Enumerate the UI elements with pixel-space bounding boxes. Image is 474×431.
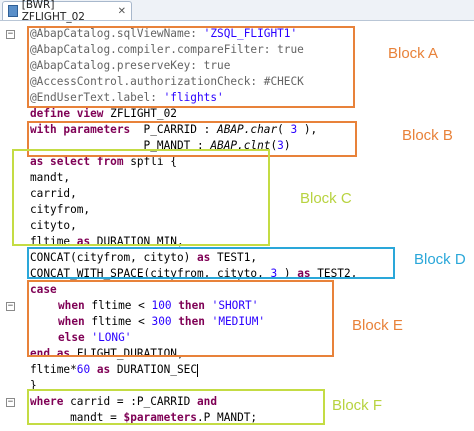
editor-tab-bar: [BWR] ZFLIGHT_02 ✕ bbox=[0, 0, 474, 23]
block-b-label: Block B bbox=[402, 127, 453, 144]
block-f-frame bbox=[27, 389, 325, 425]
block-d-label: Block D bbox=[414, 251, 466, 268]
block-c-frame bbox=[12, 149, 270, 246]
block-b-frame bbox=[27, 121, 357, 157]
code-line: when fltime < 300 then 'MEDIUM' bbox=[58, 315, 266, 328]
editor-tab[interactable]: [BWR] ZFLIGHT_02 ✕ bbox=[2, 0, 132, 23]
editor-gutter: − − − bbox=[0, 21, 22, 431]
code-line: @AbapCatalog.sqlViewName: 'ZSQL_FLIGHT1' bbox=[30, 27, 298, 40]
block-f-label: Block F bbox=[332, 397, 383, 414]
code-line: CONCAT_WITH_SPACE(cityfrom, cityto, 3 ) … bbox=[30, 267, 358, 280]
block-e-label: Block E bbox=[352, 317, 403, 334]
code-line: else 'LONG' bbox=[58, 331, 132, 344]
close-icon[interactable]: ✕ bbox=[117, 5, 126, 17]
code-line: where carrid = :P_CARRID and bbox=[30, 395, 218, 408]
block-e-frame bbox=[27, 280, 334, 357]
code-line: case bbox=[30, 283, 57, 296]
code-line: mandt = $parameters.P_MANDT; bbox=[30, 411, 258, 424]
code-line: mandt, bbox=[30, 171, 71, 184]
code-line: CONCAT(cityfrom, cityto) as TEST1, bbox=[30, 251, 258, 264]
code-line: fltime*60 as DURATION_SEC bbox=[30, 363, 198, 377]
code-line: as select from spfli { bbox=[30, 155, 177, 168]
ddl-source-icon bbox=[8, 5, 18, 17]
code-line: cityfrom, bbox=[30, 203, 91, 216]
code-line: with parameters P_CARRID : ABAP.char( 3 … bbox=[30, 123, 318, 136]
code-line: define view ZFLIGHT_02 bbox=[30, 107, 177, 120]
block-a-frame bbox=[27, 26, 355, 108]
block-d-frame bbox=[27, 247, 395, 279]
code-line: carrid, bbox=[30, 187, 77, 200]
code-line: when fltime < 100 then 'SHORT' bbox=[58, 299, 259, 312]
fold-toggle-icon[interactable]: − bbox=[6, 301, 15, 311]
tab-title: [BWR] ZFLIGHT_02 bbox=[21, 0, 85, 23]
code-line: @EndUserText.label: 'flights' bbox=[30, 91, 224, 104]
code-line: @AbapCatalog.compiler.compareFilter: tru… bbox=[30, 43, 304, 56]
code-line: @AbapCatalog.preserveKey: true bbox=[30, 59, 231, 72]
fold-toggle-icon[interactable]: − bbox=[6, 29, 15, 39]
block-a-label: Block A bbox=[388, 45, 439, 62]
code-line: P_MANDT : ABAP.clnt(3) bbox=[30, 139, 291, 152]
code-line: cityto, bbox=[30, 219, 77, 232]
block-c-label: Block C bbox=[300, 190, 352, 207]
code-line: } bbox=[30, 379, 37, 392]
text-cursor bbox=[197, 363, 198, 377]
fold-toggle-icon[interactable]: − bbox=[6, 397, 15, 407]
code-line: @AccessControl.authorizationCheck: #CHEC… bbox=[30, 75, 304, 88]
